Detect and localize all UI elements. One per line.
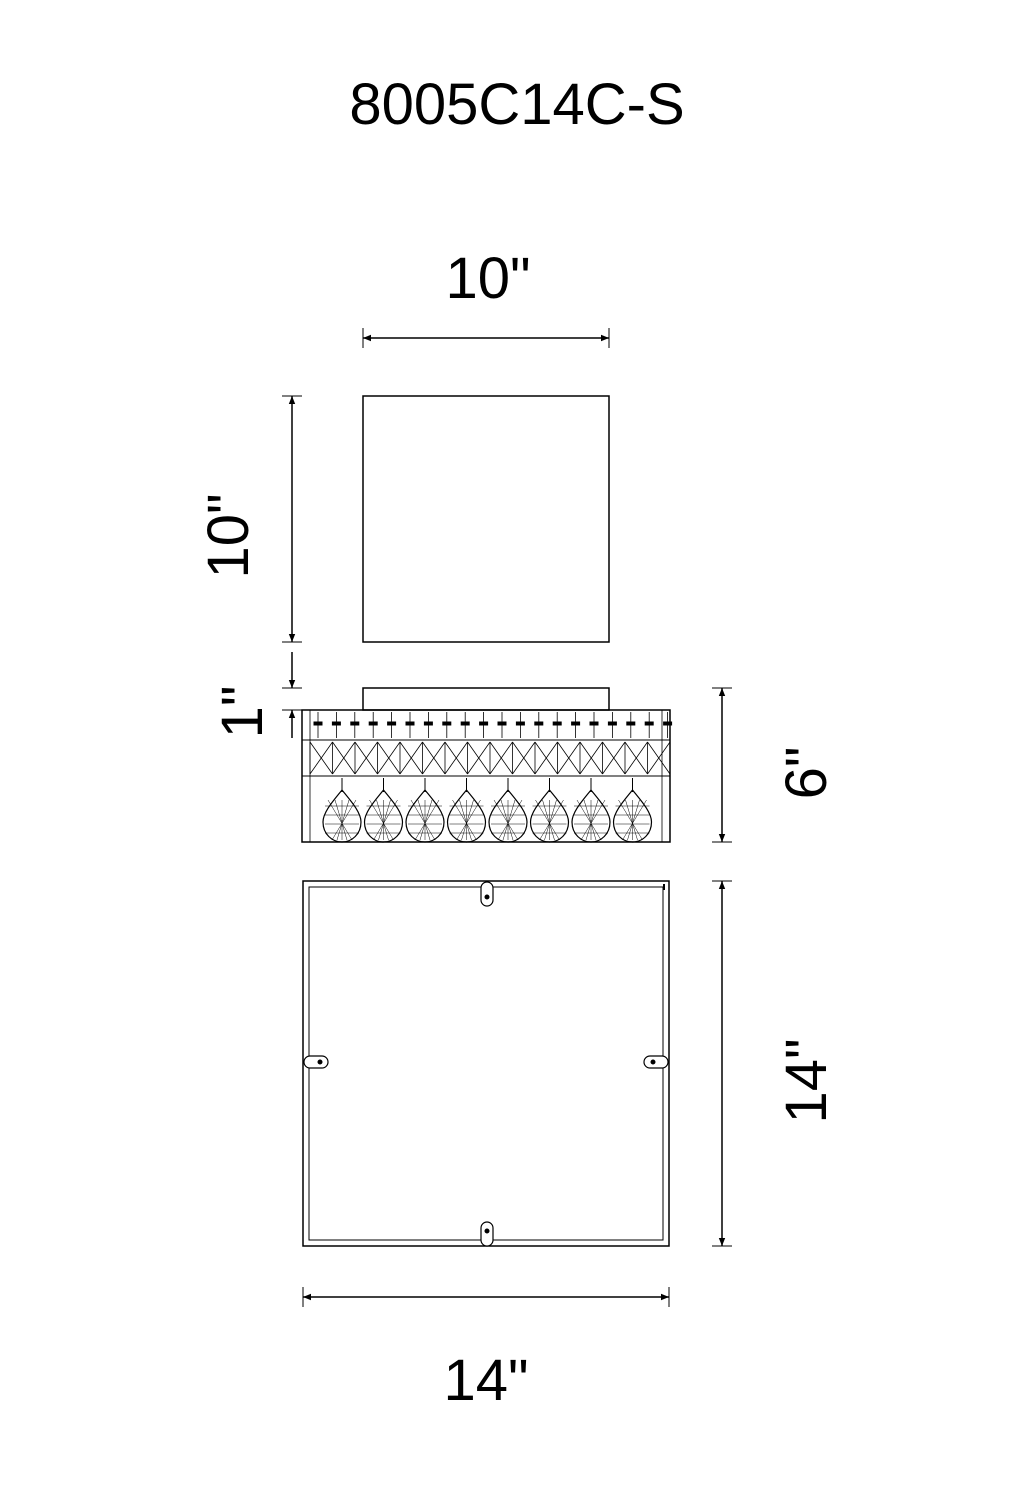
fixture-body xyxy=(301,687,673,843)
teardrop-crystal xyxy=(529,778,570,843)
crystal-facet xyxy=(512,741,536,775)
teardrop-crystal xyxy=(612,778,653,843)
top-crystal-row xyxy=(313,712,673,738)
gap-label: 1" xyxy=(210,686,275,739)
base-height-dimension: 14" xyxy=(712,880,839,1247)
drop-crystal-row xyxy=(322,778,653,843)
mount-slot-right xyxy=(643,1055,669,1069)
teardrop-crystal xyxy=(405,778,445,843)
mount-slot-bottom xyxy=(480,1221,494,1247)
mount-slot-top xyxy=(480,881,494,907)
fixture-top-plate xyxy=(362,687,610,711)
crystal-bead xyxy=(552,721,562,726)
crystal-facet xyxy=(489,741,513,775)
crystal-bead xyxy=(368,721,378,726)
mount-slot-left xyxy=(303,1055,329,1069)
canopy-width-dimension: 10" xyxy=(362,246,610,348)
teardrop-crystal xyxy=(488,778,528,843)
crystal-facet xyxy=(602,741,626,775)
crystal-facet xyxy=(444,741,468,775)
crystal-facet xyxy=(624,741,648,775)
crystal-bead xyxy=(589,721,599,726)
crystal-facet xyxy=(422,741,446,775)
base-square xyxy=(302,880,670,1247)
canopy-width-label: 10" xyxy=(445,246,530,311)
body-height-dimension: 6" xyxy=(712,687,839,843)
crystal-bead xyxy=(442,721,452,726)
teardrop-crystal xyxy=(322,778,362,843)
crystal-facet xyxy=(467,741,491,775)
crystal-bead xyxy=(644,721,654,726)
crystal-bead xyxy=(663,721,673,726)
crystal-bead xyxy=(460,721,470,726)
base-height-label: 14" xyxy=(774,1038,839,1123)
crystal-facet xyxy=(534,741,558,775)
teardrop-crystal xyxy=(363,778,404,843)
teardrop-crystal xyxy=(571,778,611,843)
canopy-square xyxy=(362,395,610,643)
crystal-facet xyxy=(557,741,581,775)
crystal-facet xyxy=(399,741,423,775)
crystal-facet xyxy=(647,741,671,775)
crystal-bead xyxy=(423,721,433,726)
crystal-bead xyxy=(534,721,544,726)
crystal-facet xyxy=(332,741,356,775)
base-width-label: 14" xyxy=(443,1348,528,1413)
crystal-bead xyxy=(331,721,341,726)
canopy-height-dimension: 10" xyxy=(196,395,302,643)
crystal-bead xyxy=(350,721,360,726)
base-width-dimension: 14" xyxy=(302,1287,670,1413)
crystal-bead xyxy=(607,721,617,726)
crystal-facet xyxy=(579,741,603,775)
crystal-bead xyxy=(515,721,525,726)
crystal-bead xyxy=(479,721,489,726)
middle-crystal-row xyxy=(309,741,671,775)
gap-dimension: 1" xyxy=(210,652,302,738)
model-title: 8005C14C-S xyxy=(349,72,684,137)
canopy-height-label: 10" xyxy=(196,493,261,578)
crystal-facet xyxy=(377,741,401,775)
crystal-facet xyxy=(354,741,378,775)
crystal-bead xyxy=(497,721,507,726)
crystal-bead xyxy=(313,721,323,726)
crystal-facet xyxy=(309,741,333,775)
body-height-label: 6" xyxy=(774,747,839,800)
crystal-bead xyxy=(571,721,581,726)
crystal-bead xyxy=(387,721,397,726)
teardrop-crystal xyxy=(446,778,487,843)
crystal-bead xyxy=(626,721,636,726)
crystal-bead xyxy=(405,721,415,726)
